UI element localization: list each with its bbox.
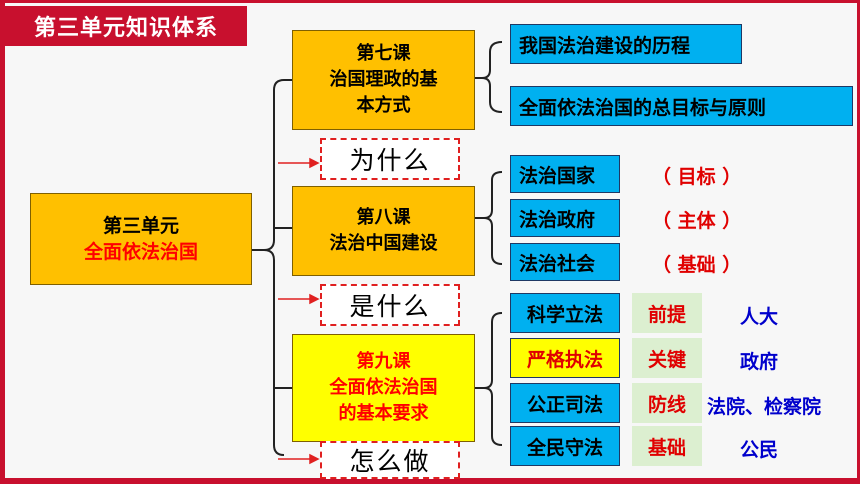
lesson9-actor-congress: 人大: [740, 306, 779, 328]
lesson7-title-2: 本方式: [356, 95, 411, 116]
lesson9-item-enforcement: 严格执法: [510, 338, 620, 378]
lesson9-box: 第九课 全面依法治国 的基本要求: [292, 334, 475, 442]
unit-box: 第三单元 全面依法治国: [30, 193, 252, 285]
question-how: 怎么做: [320, 441, 460, 479]
lesson9-item-legislation: 科学立法: [510, 293, 620, 333]
lesson8-note-goal: （ 目标 ）: [652, 166, 742, 188]
lesson9-title-1: 全面依法治国: [329, 377, 438, 398]
lesson9-actor-government: 政府: [740, 351, 779, 373]
lesson8-item-government: 法治政府: [510, 199, 620, 237]
lesson9-item-justice: 公正司法: [510, 383, 620, 423]
lesson9-actor-citizens: 公民: [740, 439, 779, 461]
lesson8-item-state: 法治国家: [510, 155, 620, 193]
lesson7-box: 第七课 治国理政的基 本方式: [292, 30, 475, 130]
lesson7-number: 第七课: [356, 43, 411, 64]
lesson9-role-premise: 前提: [632, 293, 702, 333]
lesson9-number: 第九课: [356, 351, 411, 372]
lesson7-title-1: 治国理政的基: [329, 69, 438, 90]
lesson8-box: 第八课 法治中国建设: [292, 186, 475, 276]
lesson9-role-defense: 防线: [632, 383, 702, 423]
lesson9-item-compliance: 全民守法: [510, 426, 620, 466]
lesson8-number: 第八课: [356, 207, 411, 228]
bottom-frame-bar: [0, 478, 860, 484]
right-frame-bar: [857, 0, 860, 484]
lesson8-note-subject: （ 主体 ）: [652, 210, 742, 232]
lesson9-role-foundation: 基础: [632, 426, 702, 466]
lesson7-item-history: 我国法治建设的历程: [510, 24, 742, 64]
lesson9-role-key: 关键: [632, 338, 702, 378]
unit-title: 全面依法治国: [83, 241, 198, 263]
page-title: 第三单元知识体系: [5, 6, 247, 46]
lesson8-title: 法治中国建设: [329, 233, 438, 254]
lesson9-title-2: 的基本要求: [338, 403, 429, 424]
lesson7-item-goals: 全面依法治国的总目标与原则: [510, 86, 853, 126]
unit-label: 第三单元: [102, 215, 179, 237]
top-frame-bar: [0, 0, 860, 3]
lesson8-note-foundation: （ 基础 ）: [652, 254, 742, 276]
question-what: 是什么: [320, 284, 460, 326]
lesson8-item-society: 法治社会: [510, 243, 620, 281]
question-why: 为什么: [320, 138, 460, 180]
lesson9-actor-courts: 法院、检察院: [707, 396, 822, 418]
left-frame-bar: [0, 0, 5, 484]
